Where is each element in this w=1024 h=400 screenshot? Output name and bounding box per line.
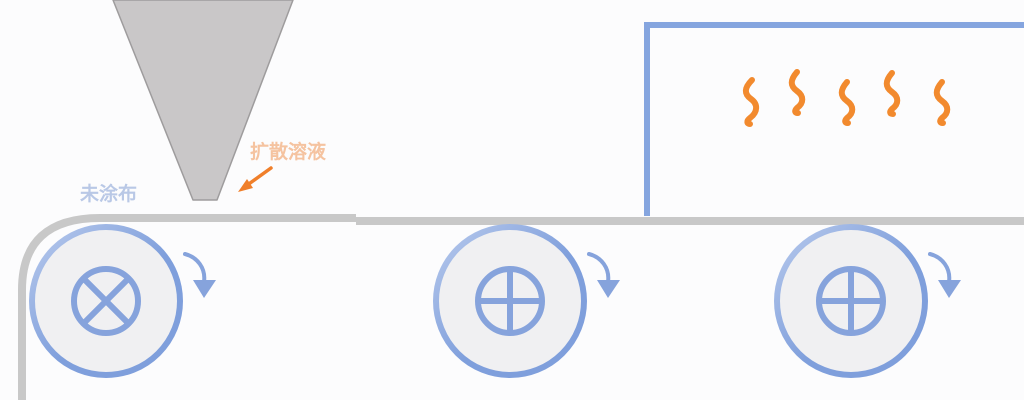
roller-2 xyxy=(433,224,620,378)
heat-wave-icon xyxy=(838,79,856,126)
label-uncoated: 未涂布 xyxy=(79,182,137,205)
heat-wave-icon xyxy=(883,70,901,117)
clockwise-arrow-icon xyxy=(183,252,216,298)
pointer-arrow-icon xyxy=(238,166,273,192)
clockwise-arrow-icon xyxy=(928,252,961,298)
label-diffusion-solution: 扩散溶液 xyxy=(250,140,327,163)
heat-waves xyxy=(742,69,951,127)
clockwise-arrow-icon xyxy=(587,252,620,298)
belt-segment-uncoated xyxy=(18,214,356,400)
roller-hub-icon xyxy=(816,266,886,336)
heat-wave-icon xyxy=(788,69,806,116)
roller-3 xyxy=(774,224,961,378)
nozzle-icon xyxy=(112,0,294,201)
roller-hub-icon xyxy=(475,266,545,336)
heat-wave-icon xyxy=(933,79,951,126)
roller-1 xyxy=(29,224,216,378)
roller-hub-icon xyxy=(71,266,141,336)
heat-wave-icon xyxy=(742,77,760,127)
heater-frame xyxy=(644,22,1024,216)
